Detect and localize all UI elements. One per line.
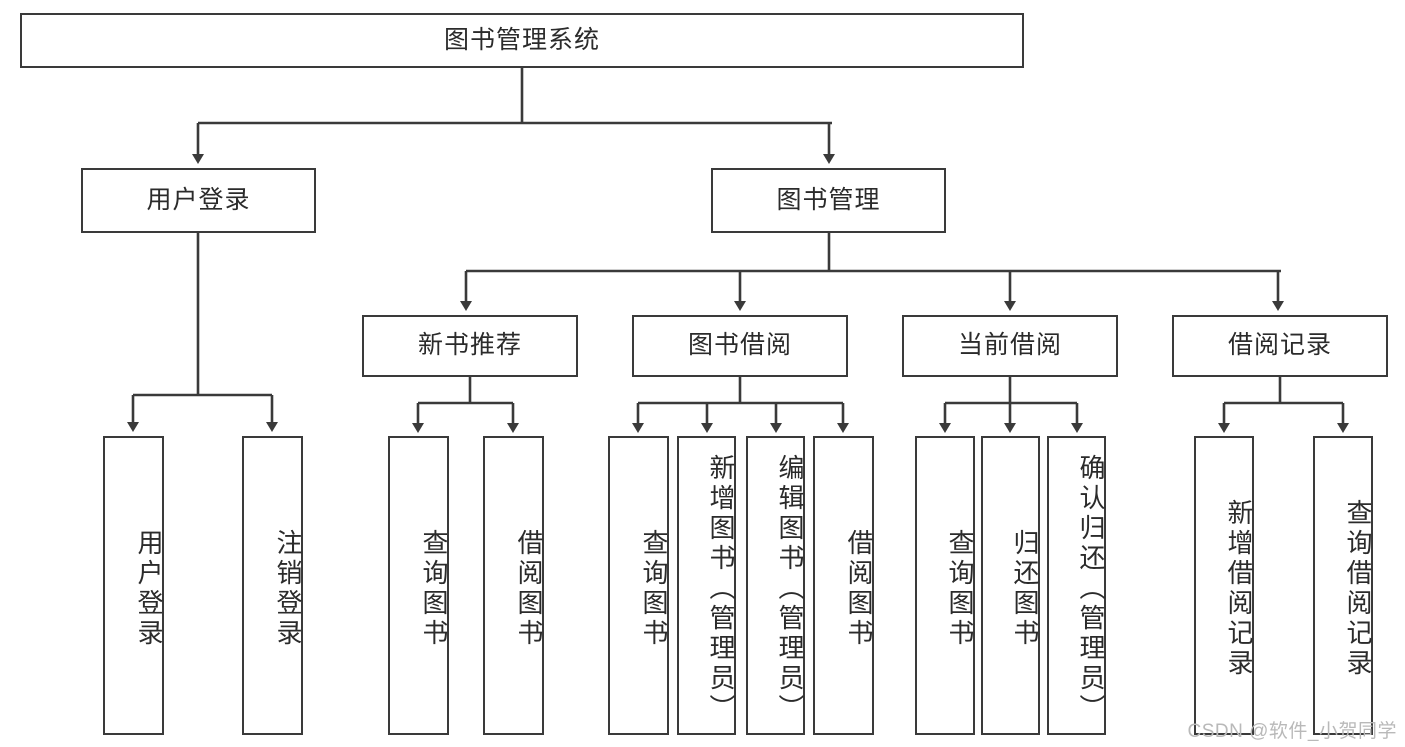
- leaf-query-book-current[interactable]: 查询图书: [915, 436, 975, 735]
- connector-root-to-level2: [192, 68, 835, 164]
- leaf-add-borrow-record[interactable]: 新增借阅记录: [1194, 436, 1254, 735]
- node-label: 确认归还（管理员）: [1076, 453, 1106, 724]
- leaf-logout[interactable]: 注销登录: [242, 436, 303, 735]
- node-label: 图书借阅: [687, 331, 792, 360]
- node-label: 图书管理: [776, 185, 881, 214]
- node-root-book-management-system[interactable]: 图书管理系统: [20, 13, 1024, 68]
- node-label: 新增图书（管理员）: [706, 453, 736, 724]
- leaf-query-book-new[interactable]: 查询图书: [388, 436, 449, 735]
- node-label: 编辑图书（管理员）: [775, 453, 805, 724]
- node-label: 归还图书: [1010, 528, 1040, 649]
- csdn-watermark: CSDN @软件_小贺同学: [1187, 721, 1397, 742]
- node-label: 当前借阅: [957, 331, 1062, 360]
- node-book-management[interactable]: 图书管理: [711, 168, 946, 233]
- leaf-add-book-admin[interactable]: 新增图书（管理员）: [677, 436, 736, 735]
- node-label: 查询借阅记录: [1343, 498, 1373, 679]
- connector-current-borrow-to-leaves: [939, 377, 1083, 433]
- connector-book-mgmt-to-level3: [460, 233, 1284, 311]
- node-label: 新书推荐: [417, 331, 522, 360]
- node-label: 借阅记录: [1227, 331, 1332, 360]
- leaf-borrow-book-new[interactable]: 借阅图书: [483, 436, 544, 735]
- leaf-confirm-return-admin[interactable]: 确认归还（管理员）: [1047, 436, 1106, 735]
- node-label: 新增借阅记录: [1224, 498, 1254, 679]
- leaf-query-borrow-record[interactable]: 查询借阅记录: [1313, 436, 1373, 735]
- node-label: 查询图书: [639, 528, 669, 649]
- leaf-return-book[interactable]: 归还图书: [981, 436, 1040, 735]
- node-label: 图书管理系统: [443, 25, 600, 54]
- node-user-login[interactable]: 用户登录: [81, 168, 316, 233]
- leaf-user-login[interactable]: 用户登录: [103, 436, 164, 735]
- node-label: 查询图书: [945, 528, 975, 649]
- node-borrow-record[interactable]: 借阅记录: [1172, 315, 1388, 377]
- connector-book-borrow-to-leaves: [632, 377, 849, 433]
- node-label: 用户登录: [134, 528, 164, 649]
- leaf-edit-book-admin[interactable]: 编辑图书（管理员）: [746, 436, 805, 735]
- node-label: 注销登录: [273, 528, 303, 649]
- node-label: 用户登录: [146, 185, 251, 214]
- connector-borrow-record-to-leaves: [1218, 377, 1349, 433]
- node-book-borrow[interactable]: 图书借阅: [632, 315, 848, 377]
- leaf-borrow-book[interactable]: 借阅图书: [813, 436, 874, 735]
- node-label: 借阅图书: [514, 528, 544, 649]
- node-current-borrow[interactable]: 当前借阅: [902, 315, 1118, 377]
- node-label: 借阅图书: [844, 528, 874, 649]
- leaf-query-book-borrow[interactable]: 查询图书: [608, 436, 669, 735]
- node-new-book-recommend[interactable]: 新书推荐: [362, 315, 578, 377]
- connector-new-book-to-leaves: [412, 377, 519, 433]
- node-label: 查询图书: [419, 528, 449, 649]
- connector-user-login-to-leaves: [127, 233, 278, 432]
